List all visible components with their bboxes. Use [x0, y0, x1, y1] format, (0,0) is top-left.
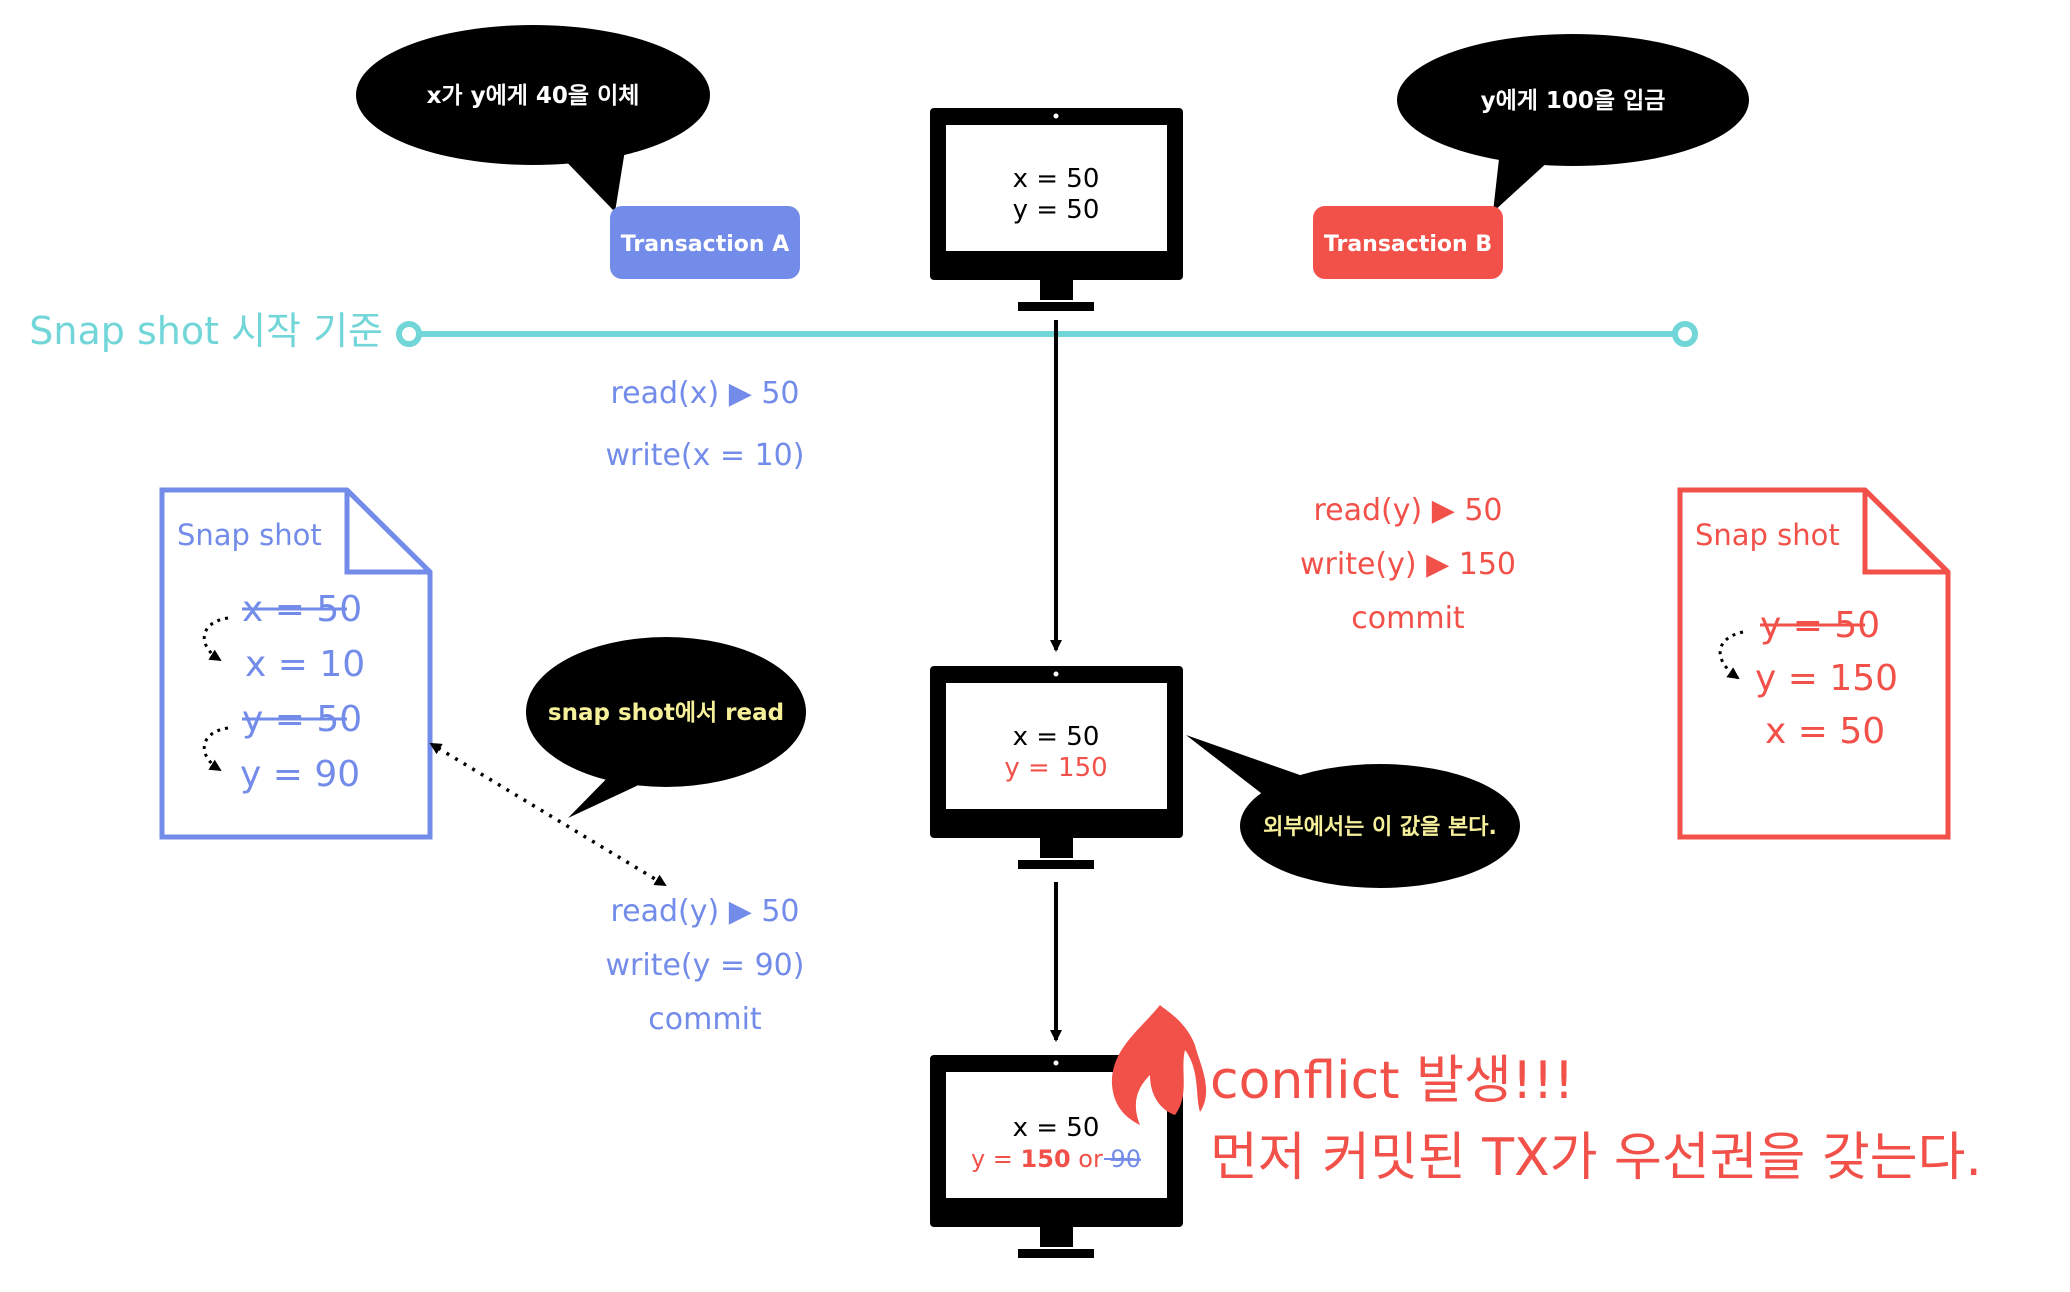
speech-bubble-external-view: 외부에서는 이 값을 본다. — [1186, 735, 1520, 888]
tx-a-write-x: write(x = 10) — [606, 438, 805, 473]
snapshot-a-title: Snap shot — [177, 518, 322, 552]
snapshot-b-title: Snap shot — [1695, 518, 1840, 552]
snapshot-a-new-y: y = 90 — [240, 754, 360, 795]
monitor-icon: x = 50 y = 50 — [930, 108, 1183, 311]
tx-a-read-y: read(y) ▶ 50 — [610, 894, 799, 929]
monitor-top-x: x = 50 — [1013, 164, 1100, 194]
document-icon: Snap shot y = 50 y = 150 x = 50 — [1677, 487, 1951, 840]
tx-b-write-y: write(y) ▶ 150 — [1300, 547, 1516, 582]
speech-bubble-tx-a: x가 y에게 40을 이체 — [356, 25, 710, 212]
transaction-a-box: Transaction A — [610, 206, 800, 279]
tx-a-commit: commit — [648, 1002, 762, 1037]
tx-b-read-y: read(y) ▶ 50 — [1313, 493, 1502, 528]
tx-a-write-y: write(y = 90) — [606, 948, 805, 983]
transaction-b-box: Transaction B — [1313, 206, 1503, 279]
monitor-icon: x = 50 y = 150 — [930, 666, 1183, 869]
snapshot-read-note-text: snap shot에서 read — [548, 700, 784, 726]
external-view-note-text: 외부에서는 이 값을 본다. — [1263, 815, 1497, 840]
snapshot-a-new-x: x = 10 — [245, 644, 365, 685]
snapshot-b-new-y: y = 150 — [1755, 658, 1898, 699]
snapshot-read-arrow — [429, 742, 667, 887]
tx-a-read-x: read(x) ▶ 50 — [610, 376, 799, 411]
fire-icon — [1111, 1005, 1207, 1125]
document-icon: Snap shot x = 50 x = 10 y = 50 y = 90 — [159, 487, 433, 840]
tx-a-steps: read(x) ▶ 50 write(x = 10) read(y) ▶ 50 … — [606, 376, 805, 1037]
speech-bubble-tx-b: y에게 100을 입금 — [1397, 34, 1749, 212]
snapshot-timeline: Snap shot 시작 기준 — [29, 309, 1698, 353]
transaction-b-label: Transaction B — [1324, 232, 1492, 257]
tx-b-commit: commit — [1351, 601, 1465, 636]
conflict-line-2: 먼저 커밋된 TX가 우선권을 갖는다. — [1210, 1128, 1982, 1188]
timeline-label: Snap shot 시작 기준 — [29, 309, 383, 353]
tx-b-steps: read(y) ▶ 50 write(y) ▶ 150 commit — [1300, 493, 1516, 636]
snapshot-b-x: x = 50 — [1765, 711, 1885, 752]
conflict-line-1: conflict 발생!!! — [1210, 1051, 1574, 1111]
tx-b-note-text: y에게 100을 입금 — [1481, 88, 1666, 114]
monitor-middle-y: y = 150 — [1004, 753, 1107, 783]
speech-bubble-snapshot-read: snap shot에서 read — [526, 637, 806, 818]
monitor-icon: x = 50 y = 150 or 90 — [930, 1055, 1183, 1258]
monitor-middle-x: x = 50 — [1013, 722, 1100, 752]
monitor-bottom-x: x = 50 — [1013, 1113, 1100, 1143]
tx-a-note-text: x가 y에게 40을 이체 — [427, 83, 640, 109]
monitor-top-y: y = 50 — [1013, 195, 1100, 225]
transaction-a-label: Transaction A — [621, 232, 789, 257]
